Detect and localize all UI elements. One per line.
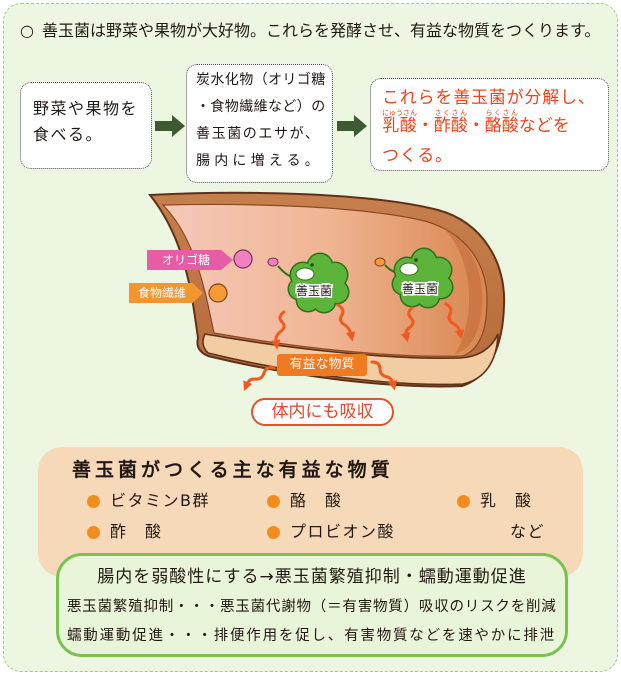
step3-line-2-tail: などを [518,116,570,136]
bullet-icon [456,494,470,508]
intro-text: 善玉菌は野菜や果物が大好物。これらを発酵させ、有益な物質をつくります。 [42,21,601,40]
intestine-right-opening [440,226,483,354]
wavy-arrow-icon [336,303,356,342]
step3-line-3: つくる。 [382,146,453,166]
flow-step-3: これらを善玉菌が分解し、 乳酸にゅうさん・酢酸さくさん・酪酸らくさんなどを つく… [370,78,609,171]
flow-step-1: 野菜や果物を 食べる。 [20,82,152,169]
acetic-acid: 酢酸 [433,116,468,136]
right-arrow-icon [155,115,185,137]
beneficial-substance-label: 有益な物質 [277,354,367,376]
step3-line-2: 乳酸にゅうさん・酢酸さくさん・酪酸らくさんなどを [382,109,570,143]
substance-etc: など [510,522,546,541]
effect-line-2: 蠕動運動促進・・・排便作用を促し、有害物質などを速やかに排泄 [67,628,556,644]
dietary-fiber-tag: 食物繊維 [129,283,203,303]
bullet-icon [86,525,100,539]
step2-line-4: 腸内に増える。 [196,153,323,169]
lactic-acid: 乳酸 [382,116,417,136]
wavy-arrow-icon [270,310,286,350]
butyric-acid-ruby: 酪酸らくさん [484,109,519,136]
step2-line-2: ・食物繊維など）の [196,99,326,115]
substance-item: 酢 酸 [110,522,163,541]
intro-bullet: ○ [20,21,34,40]
oligosaccharide-ball [233,249,253,269]
lactic-acid-ruby: 乳酸にゅうさん [382,109,417,136]
wavy-arrow-icon [400,306,415,343]
oligosaccharide-tag: オリゴ糖 [147,250,233,270]
right-arrow-icon [337,115,367,137]
step2-line-1: 炭水化物（オリゴ糖 [196,72,326,88]
effects-title: 腸内を弱酸性にする→悪玉菌繁殖抑制・蠕動運動促進 [97,567,527,587]
absorption-label: 体内にも吸収 [251,398,394,426]
substances-title: 善玉菌がつくる主な有益な物質 [72,459,394,481]
dietary-fiber-ball [208,283,228,303]
good-bacteria-2: 善玉菌 [374,247,454,309]
wavy-arrow-icon [444,302,465,340]
food-particle [374,257,386,267]
flow-step-2: 炭水化物（オリゴ糖 ・食物繊維など）の 善玉菌のエサが、 腸内に増える。 [186,64,333,183]
good-bacteria-1: 善玉菌 [267,252,350,314]
wavy-arrow-icon [243,366,276,392]
substance-item: 酪 酸 [290,491,343,510]
effect-line-1: 悪玉菌繁殖抑制・・・悪玉菌代謝物（＝有害物質）吸収のリスクを削減 [67,599,557,615]
acetic-acid-reading: さくさん [433,109,468,117]
acetic-acid-ruby: 酢酸さくさん [433,109,468,136]
step1-line-1: 野菜や果物を [33,99,139,118]
bullet-icon [266,494,280,508]
bullet-icon [266,525,280,539]
separator: ・ [467,116,485,136]
wavy-arrow-icon [370,360,398,391]
step3-line-1: これらを善玉菌が分解し、 [382,88,596,108]
step1-line-2: 食べる。 [33,125,104,144]
separator: ・ [416,116,434,136]
substance-item: ビタミンB群 [110,491,210,510]
step2-line-3: 善玉菌のエサが、 [196,126,321,142]
food-particle [267,257,279,267]
substance-item: プロビオン酸 [290,522,396,541]
butyric-acid: 酪酸 [484,116,519,136]
butyric-acid-reading: らくさん [484,109,519,117]
effects-panel: 腸内を弱酸性にする→悪玉菌繁殖抑制・蠕動運動促進 悪玉菌繁殖抑制・・・悪玉菌代謝… [56,553,568,657]
bacteria-label: 善玉菌 [402,281,438,296]
bullet-icon [86,494,100,508]
bacteria-label: 善玉菌 [296,283,332,298]
substance-item: 乳 酸 [480,491,533,510]
lactic-acid-reading: にゅうさん [382,109,417,117]
